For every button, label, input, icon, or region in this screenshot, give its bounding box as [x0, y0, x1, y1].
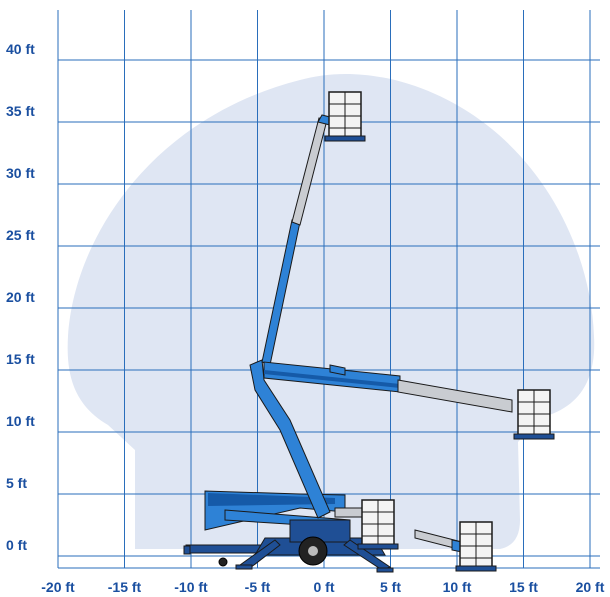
- y-tick-label: 25 ft: [6, 227, 35, 243]
- y-tick-label: 30 ft: [6, 165, 35, 181]
- trailer-chassis: [183, 519, 394, 573]
- x-tick-label: -15 ft: [108, 579, 142, 595]
- x-tick-label: 20 ft: [576, 579, 605, 595]
- y-tick-label: 20 ft: [6, 289, 35, 305]
- x-tick-label: -5 ft: [245, 579, 271, 595]
- x-tick-label: 0 ft: [314, 579, 335, 595]
- y-tick-label: 40 ft: [6, 41, 35, 57]
- boom-lift-illustration: [183, 91, 555, 573]
- y-tick-label: 15 ft: [6, 351, 35, 367]
- x-tick-label: 15 ft: [509, 579, 538, 595]
- horizontal-boom: [263, 361, 513, 413]
- elevated-boom: [249, 114, 335, 519]
- platform-right: [513, 389, 555, 440]
- y-tick-label: 10 ft: [6, 413, 35, 429]
- platform-top: [324, 91, 366, 142]
- x-tick-label: -20 ft: [41, 579, 75, 595]
- y-tick-label: 35 ft: [6, 103, 35, 119]
- y-axis-labels: 0 ft 5 ft 10 ft 15 ft 20 ft 25 ft 30 ft 35 ft 40…: [6, 41, 35, 553]
- x-tick-label: 5 ft: [380, 579, 401, 595]
- working-envelope: [67, 74, 595, 549]
- y-tick-label: 5 ft: [6, 475, 27, 491]
- y-tick-label: 0 ft: [6, 537, 27, 553]
- x-tick-label: 10 ft: [443, 579, 472, 595]
- x-tick-label: -10 ft: [174, 579, 208, 595]
- platform-low: [455, 521, 497, 572]
- platform-stowed: [357, 499, 399, 550]
- x-axis-labels: -20 ft -15 ft -10 ft -5 ft 0 ft 5 ft 10 ft 15 f…: [41, 579, 604, 595]
